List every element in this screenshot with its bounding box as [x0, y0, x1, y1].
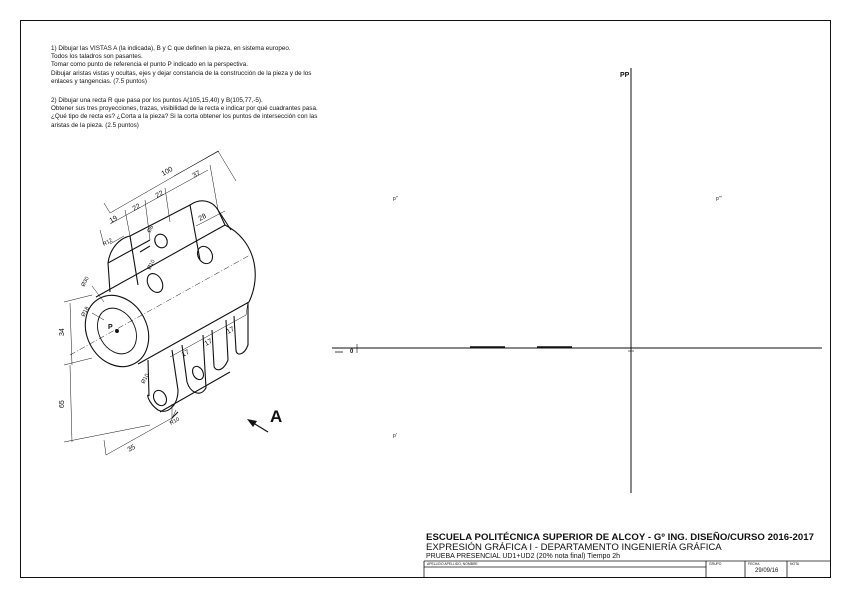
dim-label-35: 35	[127, 444, 137, 454]
dim-line-37	[173, 150, 220, 177]
dim-label-17a: 17	[181, 349, 191, 359]
dim-line-100	[103, 150, 237, 214]
question-2-line: ¿Qué tipo de recta es? ¿Corta a la pieza…	[51, 113, 318, 121]
exam-title: PRUEBA PRESENCIAL UD1+UD2 (20% nota fina…	[426, 553, 621, 560]
p-double-prime-label: p''	[393, 196, 398, 202]
leader-d30	[91, 285, 105, 303]
dim-label-d18: Ø18	[80, 306, 90, 318]
date-field-label: FECHA	[748, 562, 760, 566]
name-field-label: APELLIDO APELLIDO, NOMBRE	[427, 562, 478, 566]
school-title: ESCUELA POLITÉCNICA SUPERIOR DE ALCOY - …	[426, 532, 814, 543]
leader-d18	[91, 312, 105, 321]
dim-label-d30: Ø30	[80, 276, 90, 288]
dim-label-37: 37	[192, 170, 202, 180]
lower-fork-right	[211, 302, 249, 371]
hole-right-boss	[196, 245, 214, 265]
dim-label-22b: 22	[155, 190, 165, 200]
date-field-value: 29/09/16	[755, 568, 779, 574]
dim-label-d10: Ø10	[146, 259, 156, 271]
question-2-line: 2) Dibujar una recta R que pasa por los …	[51, 97, 263, 104]
p-prime-label: p'	[393, 433, 397, 439]
grade-field-label: NOTA	[790, 562, 800, 566]
front-cylinder-inner	[97, 307, 137, 355]
question-1-line: Dibujar aristas vistas y ocultas, ejes y…	[51, 69, 312, 77]
base-bottom	[159, 371, 231, 419]
leader-r10	[169, 409, 177, 424]
lower-hole-right	[191, 365, 205, 381]
centerline-main	[69, 254, 251, 356]
hole-d10-upper	[146, 273, 164, 293]
question-1-line: enlaces y tangencias. (7.5 puntos)	[51, 77, 147, 85]
dim-line-65	[63, 364, 151, 443]
dim-label-28: 28	[198, 213, 208, 223]
question-2-text: 2) Dibujar una recta R que pasa por los …	[51, 97, 371, 130]
point-p-label: P	[108, 324, 113, 331]
ext-line-left	[99, 164, 219, 246]
lower-fork-left	[147, 349, 179, 412]
lower-fork-mid	[181, 334, 207, 394]
leader-r12	[109, 235, 125, 245]
body-outline	[95, 224, 256, 365]
p-triple-prime-label: p'''	[716, 196, 722, 202]
dim-label-22a: 22	[132, 203, 142, 213]
pp-label: PP	[620, 72, 630, 79]
question-1-line: Tomar como punto de referencia el punto …	[51, 61, 248, 69]
dim-label-r12: R12	[102, 238, 114, 248]
top-boss-outline	[107, 200, 232, 293]
lower-hole-d10	[152, 389, 168, 407]
dim-label-d10b: Ø10	[140, 373, 150, 385]
question-1-text: 1) Dibujar las VISTAS A (la indicada), B…	[51, 45, 371, 86]
group-field-label: GRUPO	[709, 562, 722, 566]
question-2-line: aristas de la pieza. (2.5 puntos)	[51, 121, 139, 129]
dim-label-100: 100	[161, 166, 175, 178]
point-p-marker	[115, 329, 119, 333]
view-arrow-a: A	[247, 407, 282, 433]
dim-label-65: 65	[59, 400, 66, 408]
dim-line-28	[195, 210, 226, 227]
question-1-line: Todos los taladros son pasantes.	[51, 53, 143, 61]
dim-label-19: 19	[109, 215, 119, 225]
front-cylinder-outer	[84, 294, 150, 368]
hole-d8	[154, 233, 168, 249]
dim-label-34: 34	[59, 328, 66, 336]
view-arrow-label: A	[270, 407, 282, 426]
question-2-line: Obtener sus tres proyecciones, trazas, v…	[51, 105, 318, 113]
upper-plate	[129, 204, 226, 286]
drawing-sheet-frame	[20, 20, 831, 578]
dim-label-17c: 17	[226, 326, 236, 336]
dim-label-r10: R10	[169, 417, 181, 427]
course-title: EXPRESIÓN GRÁFICA I - DEPARTAMENTO INGEN…	[426, 542, 722, 553]
dim-label-17b: 17	[204, 338, 214, 348]
dim-line-17s	[169, 301, 249, 358]
dim-label-d8: Ø8	[146, 225, 155, 234]
question-1-line: 1) Dibujar las VISTAS A (la indicada), B…	[51, 45, 291, 52]
dim-line-34	[63, 294, 93, 366]
dim-line-22-22	[109, 169, 209, 225]
dim-line-35	[103, 404, 173, 456]
zero-label: 0	[350, 349, 354, 355]
